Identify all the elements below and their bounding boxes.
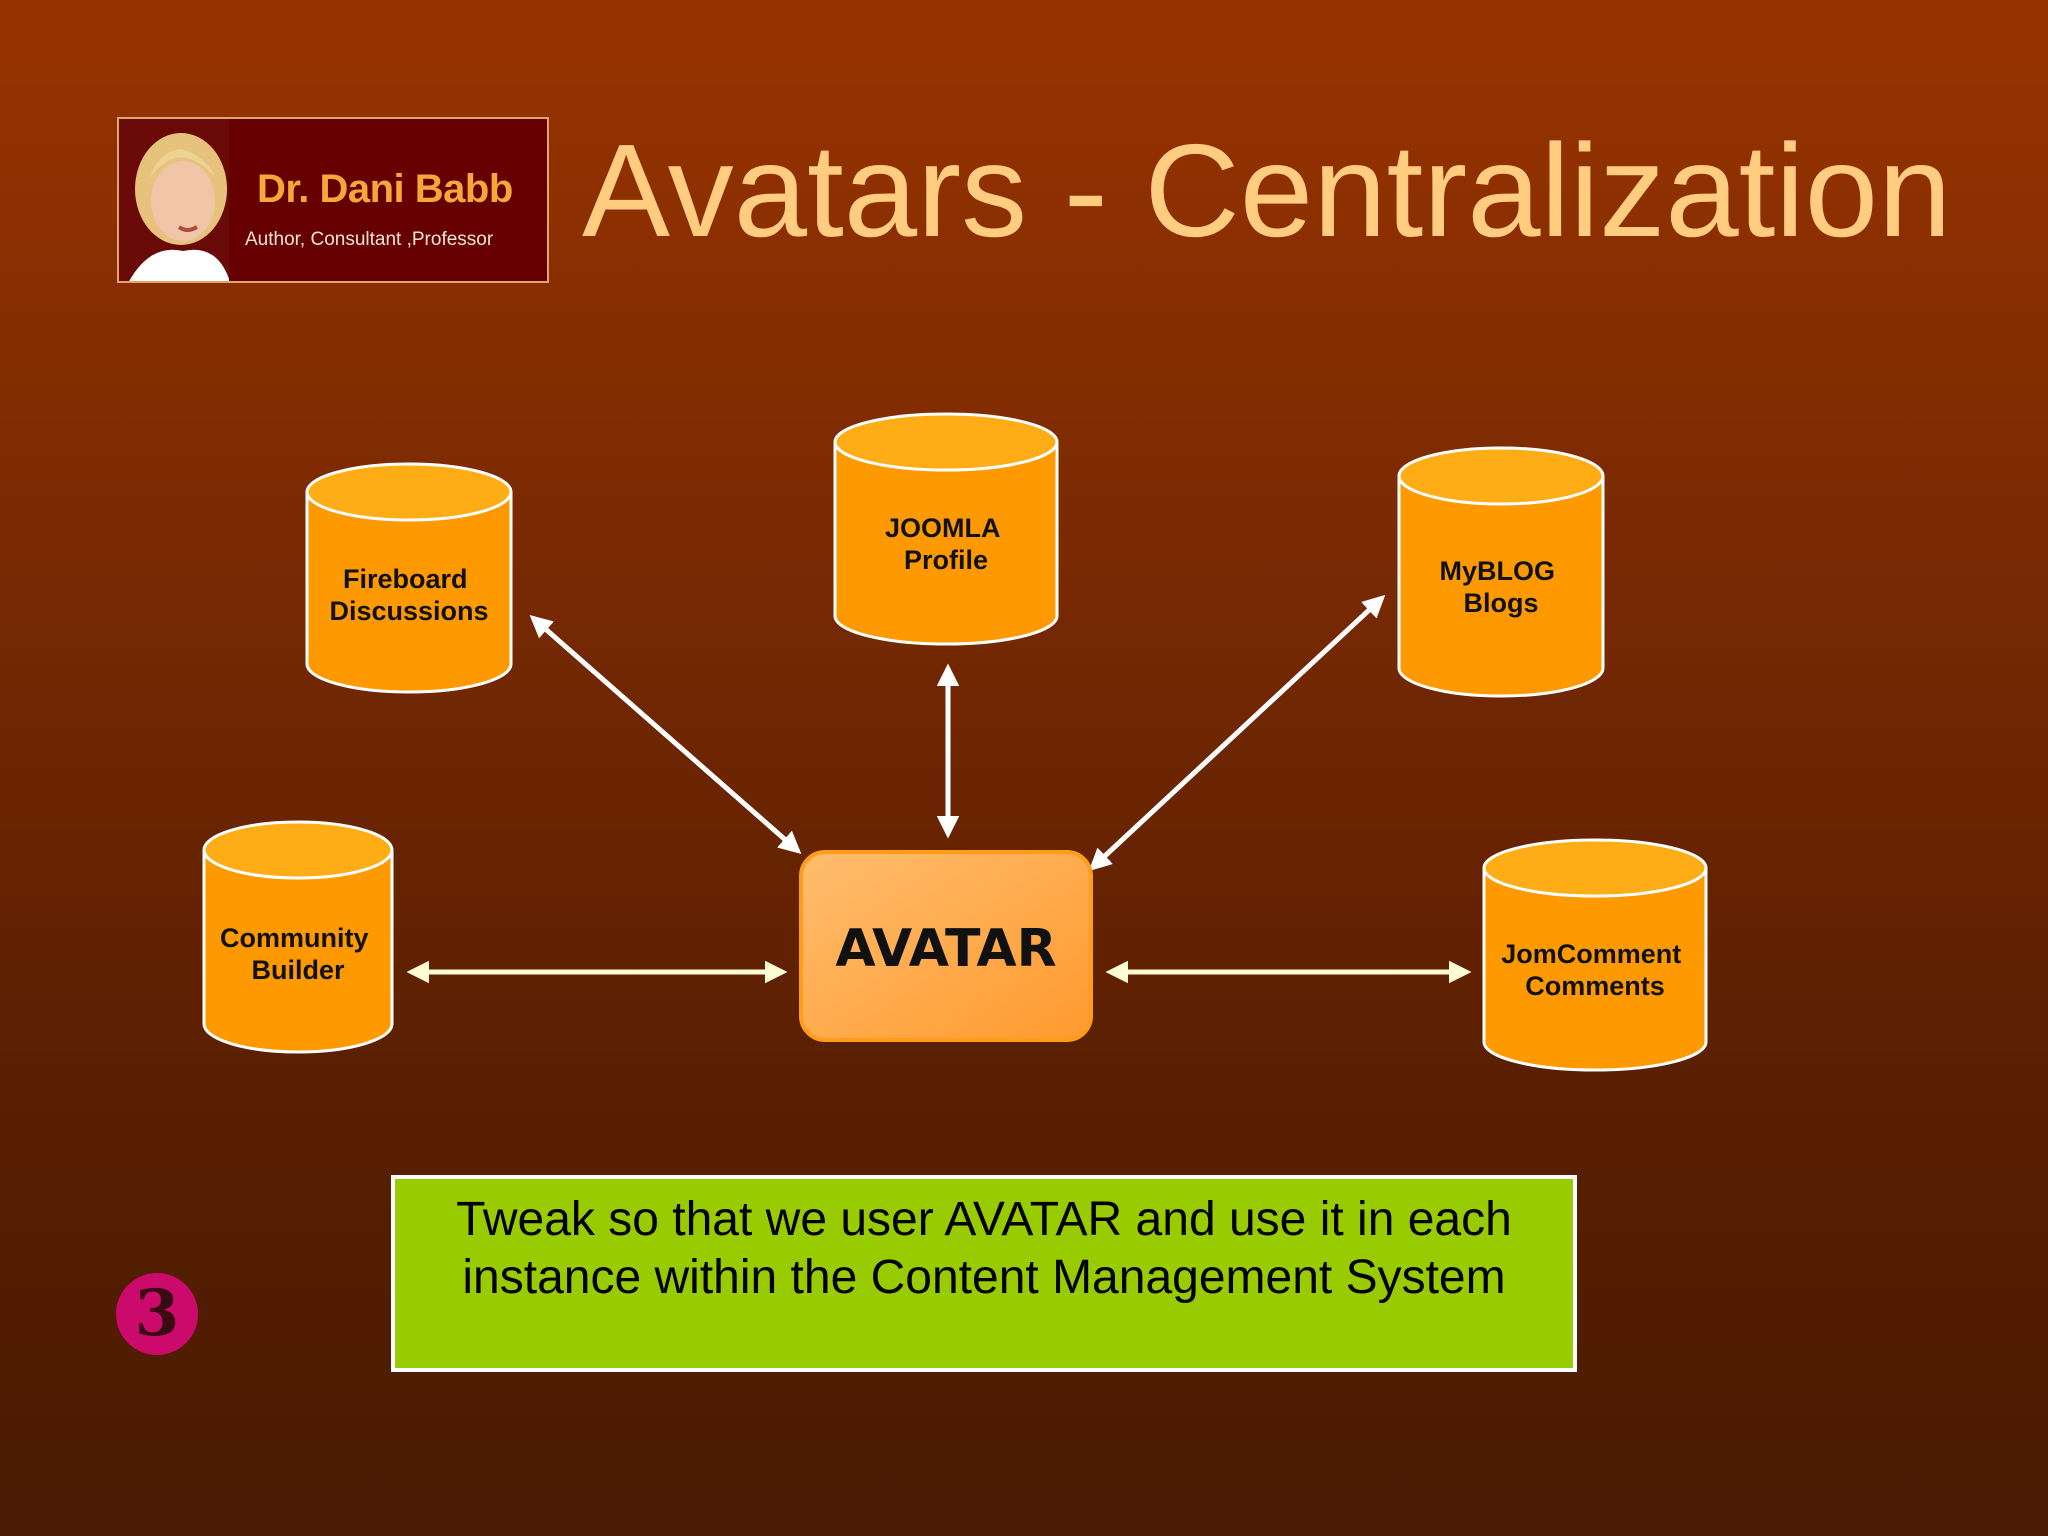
arrow-myblog-avatar xyxy=(1088,594,1386,872)
fireboard-label-line2: Discussions xyxy=(329,596,488,626)
avatar-label: AVATAR xyxy=(835,919,1056,979)
arrow-fireboard-avatar xyxy=(529,615,802,854)
cylinder-jomcomment: JomComment Comments xyxy=(1482,838,1708,1072)
jomcomment-label-line2: Comments xyxy=(1525,971,1665,1001)
myblog-label-line2: Blogs xyxy=(1463,588,1538,618)
slide-title: Avatars - Centralization xyxy=(582,117,1952,264)
logo-name: Dr. Dani Babb xyxy=(257,167,513,211)
cylinder-joomla: JOOMLA Profile xyxy=(833,412,1059,646)
joomla-label-line2: Profile xyxy=(904,545,988,575)
svg-text:JomComment Comments: JomComment Comments xyxy=(1501,939,1689,1001)
community-label-line1: Community xyxy=(220,923,369,953)
svg-text:JOOMLA Profile: JOOMLA Profile xyxy=(885,513,1007,575)
note-box: Tweak so that we user AVATAR and use it … xyxy=(391,1175,1577,1372)
fireboard-label-line1: Fireboard xyxy=(343,564,468,594)
joomla-label-line1: JOOMLA xyxy=(885,513,1000,543)
svg-text:Fireboard Discussions: Fireboard Discussions xyxy=(329,564,488,626)
myblog-label-line1: MyBLOG xyxy=(1439,556,1555,586)
cylinder-myblog: MyBLOG Blogs xyxy=(1397,446,1605,698)
avatar-box: AVATAR xyxy=(799,850,1093,1042)
cylinder-community: Community Builder xyxy=(202,820,394,1054)
author-logo: Dr. Dani Babb Author, Consultant ,Profes… xyxy=(117,117,549,283)
jomcomment-label-line1: JomComment xyxy=(1501,939,1681,969)
logo-tagline: Author, Consultant ,Professor xyxy=(245,229,494,250)
slide-number-badge: 3 xyxy=(116,1273,198,1355)
svg-text:Community Builder: Community Builder xyxy=(220,923,376,985)
cylinder-fireboard: Fireboard Discussions xyxy=(305,462,513,694)
author-portrait xyxy=(119,119,229,281)
svg-text:MyBLOG Blogs: MyBLOG Blogs xyxy=(1439,556,1562,618)
community-label-line2: Builder xyxy=(251,955,345,985)
